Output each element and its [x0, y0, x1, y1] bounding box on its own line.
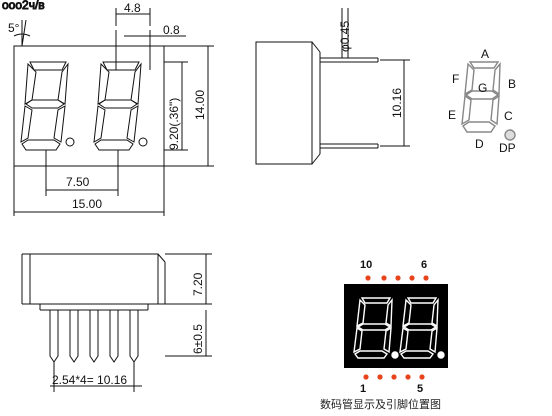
display-body-side	[255, 41, 313, 165]
dim-pin-length: 6±0.5	[191, 324, 205, 354]
display-body-front	[13, 45, 165, 167]
pin-number-10: 10	[360, 259, 372, 271]
dim-body-height: 7.20	[191, 272, 205, 296]
title-fragment: ооо2ч/в	[2, 0, 45, 12]
dim-digit-height: 9.20(.36")	[167, 98, 181, 150]
segment-label-c: C	[504, 109, 513, 123]
slant-angle-label: 5°	[8, 21, 20, 35]
dim-total-height: 14.00	[193, 90, 207, 120]
dim-top-gap: 0.8	[163, 23, 180, 37]
segment-label-b: B	[508, 77, 516, 91]
segment-label-g: G	[478, 81, 487, 95]
pin-number-6: 6	[421, 259, 427, 271]
dim-pin-pitch: 2.54*4= 10.16	[52, 373, 127, 387]
segment-map: A B C D E F G DP	[448, 47, 516, 155]
front-view: ооо2ч/в 5°	[2, 0, 214, 216]
segment-label-dp: DP	[499, 141, 516, 155]
segment-label-e: E	[448, 108, 456, 122]
display-body-bottom	[29, 253, 159, 305]
dim-top-width: 4.8	[124, 1, 141, 15]
pinout-digit-2	[399, 297, 445, 359]
segment-label-d: D	[475, 137, 484, 151]
pinout-caption: 数码管显示及引脚位置图	[320, 397, 441, 411]
side-view: φ0.45 10.16	[255, 8, 410, 165]
bottom-view: 7.20 6±0.5 2.54*4= 10.16	[21, 253, 212, 392]
pin-dots-top	[365, 275, 429, 281]
pinout-diagram: 10 6	[320, 259, 448, 411]
digit-1-outline	[20, 61, 75, 151]
dim-digit-pitch: 7.50	[66, 175, 90, 189]
segment-label-f: F	[452, 72, 459, 86]
digit-2-outline	[93, 61, 148, 151]
segment-label-a: A	[481, 47, 489, 61]
pinout-digit-1	[353, 297, 399, 359]
dim-total-width: 15.00	[72, 197, 102, 211]
pin-dots-bottom	[363, 374, 425, 380]
pin-number-1: 1	[360, 383, 366, 395]
dim-pin-diameter: φ0.45	[338, 21, 352, 52]
pins-bottom	[49, 310, 139, 363]
pin-number-5: 5	[417, 383, 423, 395]
dim-pin-spacing: 10.16	[390, 88, 404, 118]
